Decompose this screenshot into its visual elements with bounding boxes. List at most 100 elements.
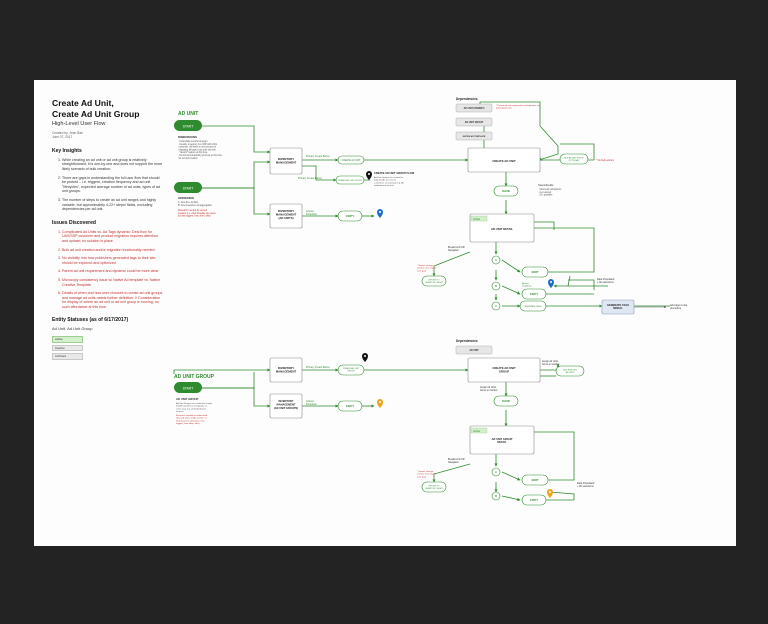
text-line: · Usually, inventory is a SSP with UAS bbox=[178, 143, 217, 146]
text-line: ad units bbox=[176, 410, 185, 413]
entity-heading: Entity Statuses (as of 6/17/2017) bbox=[52, 317, 129, 324]
insight-item: While creating an ad unit or ad unit gro… bbox=[62, 158, 164, 172]
text-line: customers' to inventory e.g. All bbox=[374, 181, 404, 184]
copy-button[interactable]: COPY bbox=[337, 400, 363, 412]
doc-subtitle: High-Level User Flow bbox=[52, 121, 106, 127]
create-ad-unit-button[interactable]: CREATE AD UNIT bbox=[337, 155, 365, 165]
button-label: CREATE AD UNIT GROUP bbox=[338, 179, 363, 182]
text-line: Research needed for ad unit bbox=[178, 209, 207, 212]
text-line: Assign Ad Units, bbox=[542, 360, 559, 363]
ad-unit-detail-card[interactable]: Active AD UNIT DETAIL bbox=[469, 213, 535, 243]
dependency-ad-unit: AD UNIT bbox=[455, 345, 493, 355]
text-line: Actions bbox=[306, 400, 315, 403]
text-line: A. New Ext. Ad Slot bbox=[178, 201, 198, 204]
text-line: Breadcrumb OR bbox=[448, 246, 465, 249]
text-line: * Seems strange bbox=[417, 264, 434, 267]
text-line: user goal bbox=[417, 475, 427, 478]
node-b: B bbox=[491, 491, 501, 501]
flow-note-heading: CREATE AD UNIT GROUP FLOW bbox=[374, 171, 415, 175]
save-button[interactable]: SAVE bbox=[493, 185, 519, 197]
start-node-top[interactable]: START bbox=[174, 120, 202, 131]
ad-unit-group-connectors bbox=[173, 358, 575, 501]
text-line: Actions bbox=[522, 282, 529, 285]
created-by: Created by: Jean Bae bbox=[52, 131, 83, 135]
svg-text:EDIT: EDIT bbox=[532, 478, 539, 482]
text-line: user goal bbox=[417, 269, 427, 272]
node-b: B bbox=[491, 281, 501, 291]
data-populated-note: Data Populated+ All selections bbox=[577, 482, 595, 488]
text-line: Navigation bbox=[448, 249, 460, 252]
orange-pin-icon bbox=[377, 399, 383, 408]
insight-item: There are gaps in understanding the full… bbox=[62, 176, 164, 194]
svg-text:SAVE: SAVE bbox=[502, 399, 510, 403]
text-line: GENERATE TAGS bbox=[607, 303, 629, 307]
active-badge: Active bbox=[473, 429, 481, 433]
text-line: Add tags to site bbox=[670, 304, 688, 307]
text-line: bundle ad units to "proposals" in bbox=[176, 405, 208, 408]
dependency-ad-unit-parent: AD UNIT (PARENT) bbox=[455, 103, 493, 113]
add-ad-unit-group-button[interactable]: ADD AD UNIT GROUP(OPTIONAL) bbox=[559, 153, 589, 165]
copy-button-detail[interactable]: COPY bbox=[521, 288, 547, 300]
text-line: · 22+ possible bbox=[538, 195, 553, 197]
text-line: INVENTORY MGMT bbox=[425, 282, 443, 284]
text-line: MODAL bbox=[613, 306, 623, 310]
ad-unit-section: AD UNIT START DIMENSIONS · Could take mo… bbox=[174, 97, 688, 315]
text-line: · Varies ad unit/options bbox=[538, 188, 562, 191]
text-line: MANAGEMENT bbox=[277, 402, 296, 406]
text-line: INVENTORY bbox=[278, 209, 294, 213]
entity-sub: Ad Unit, Ad Unit Group bbox=[52, 326, 93, 332]
doc-meta: Created by: Jean Bae June 07, 2017 bbox=[52, 131, 164, 140]
create-ad-unit-group-button[interactable]: CREATE AD UNIT GROUP bbox=[335, 175, 365, 185]
text-line: Ad Unit Groups are created to simply bbox=[176, 402, 213, 405]
svg-text:AD UNIT: AD UNIT bbox=[469, 349, 479, 352]
text-line: what business operation units bbox=[176, 419, 206, 422]
data-populated-note: Data Populated+ All selections bbox=[597, 278, 615, 284]
save-button[interactable]: SAVE bbox=[493, 395, 519, 407]
text-line: procedure bbox=[670, 307, 682, 310]
dimensions-heading: DIMENSIONS bbox=[178, 135, 197, 139]
svg-text:START: START bbox=[183, 386, 194, 390]
text-line: (OPTIONAL) bbox=[569, 159, 580, 162]
edit-button[interactable]: EDIT bbox=[521, 474, 549, 486]
svg-text:C: C bbox=[495, 304, 498, 308]
edit-button[interactable]: EDIT bbox=[521, 266, 549, 278]
text-line: ADD AD UNIT GROUP bbox=[564, 157, 584, 160]
svg-text:GENERATE TAGS: GENERATE TAGS bbox=[525, 305, 542, 308]
node-a: A bbox=[491, 467, 501, 477]
create-ad-unit-card[interactable]: CREATE AD UNIT bbox=[467, 147, 541, 173]
document-canvas: Create Ad Unit, Create Ad Unit Group Hig… bbox=[34, 80, 736, 546]
start-node-group[interactable]: START bbox=[174, 382, 202, 393]
copy-button-detail[interactable]: COPY bbox=[521, 494, 547, 506]
text-line: · Could take months to begin bbox=[178, 140, 208, 143]
text-line: for ad unit creation bbox=[178, 157, 198, 160]
copy-button[interactable]: COPY bbox=[337, 210, 363, 222]
text-line: why and when single ad-hoc / or bbox=[176, 417, 208, 420]
start-node-bottom[interactable]: START bbox=[174, 182, 202, 193]
doc-title-line2: Create Ad Unit Group bbox=[52, 108, 140, 119]
text-line: migrating all tags to ad units via bulk bbox=[178, 148, 217, 151]
issue-item: Bulk ad unit creation and/or migration f… bbox=[62, 248, 164, 253]
generate-tags-button[interactable]: GENERATE TAGS bbox=[519, 300, 547, 312]
text-line: GROUP bbox=[347, 370, 355, 372]
